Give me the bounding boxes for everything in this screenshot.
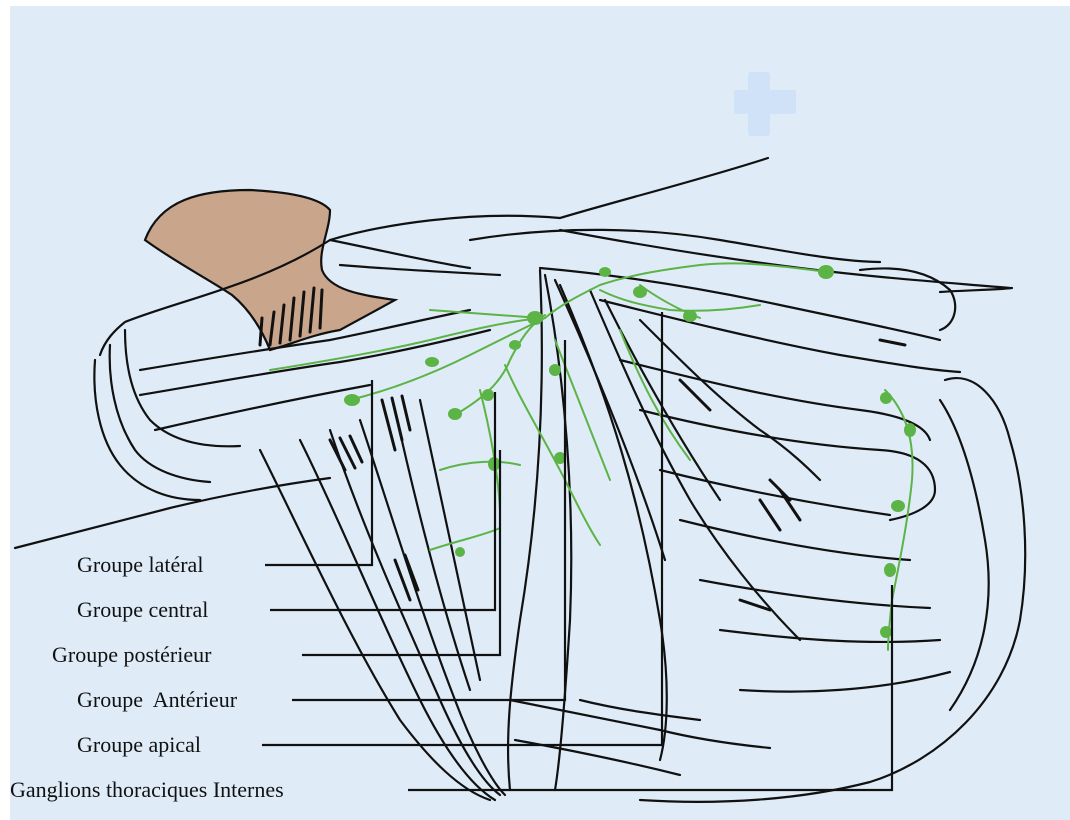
label-internal-thoracic: Ganglions thoraciques Internes bbox=[10, 777, 284, 802]
label-lateral: Groupe latéral bbox=[77, 552, 203, 577]
label-central: Groupe central bbox=[77, 597, 208, 622]
label-posterior: Groupe postérieur bbox=[52, 642, 212, 667]
label-apical: Groupe apical bbox=[77, 732, 201, 757]
label-anterior: Groupe Antérieur bbox=[77, 687, 238, 712]
